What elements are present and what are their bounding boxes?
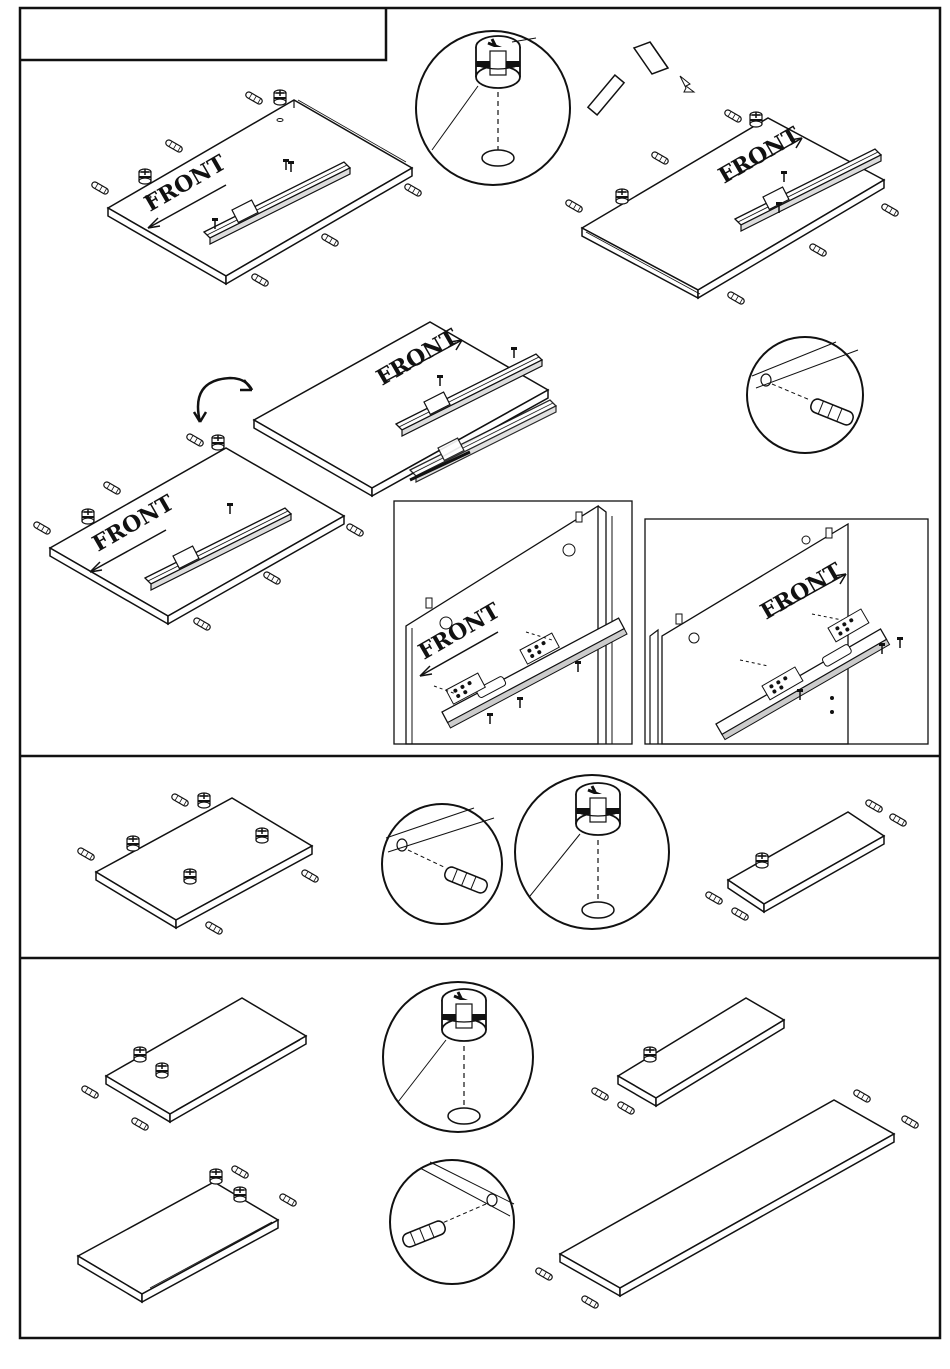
dowel-icon <box>581 1295 600 1309</box>
rotate-arrow-icon <box>194 378 252 422</box>
dowel-icon <box>33 521 52 535</box>
dowel-icon <box>565 199 584 213</box>
header-box <box>20 8 386 60</box>
cam-lock-icon <box>616 189 628 204</box>
dowel-icon <box>193 617 212 631</box>
shelf-panel-right <box>705 799 908 921</box>
dowel-icon <box>651 151 670 165</box>
dowel-icon <box>727 291 746 305</box>
dowel-icon <box>103 481 122 495</box>
panel-top-right: FRONT <box>565 109 900 305</box>
dowel-icon <box>346 523 365 537</box>
dowel-icon <box>889 813 908 827</box>
dowel-icon <box>165 139 184 153</box>
dowel-icon <box>881 203 900 217</box>
hammer-icon <box>588 42 694 115</box>
dowel-icon <box>186 433 205 447</box>
panel-flipped: FRONT <box>254 322 556 496</box>
cam-lock-icon <box>134 1047 146 1062</box>
dowel-icon <box>279 1193 298 1207</box>
dowel-icon <box>91 181 110 195</box>
cam-lock-icon <box>156 1063 168 1078</box>
dowel-icon <box>81 1085 100 1099</box>
cam-lock-icon <box>750 112 762 127</box>
dowel-icon <box>245 91 264 105</box>
dowel-icon <box>404 183 423 197</box>
cam-lock-icon <box>82 509 94 524</box>
dowel-icon <box>77 847 96 861</box>
cam-lock-icon <box>198 793 210 808</box>
side-panel-view-left: FRONT <box>394 501 632 744</box>
dowel-icon <box>591 1087 610 1101</box>
cam-lock-icon <box>139 169 151 184</box>
dowel-icon <box>865 799 884 813</box>
dowel-icon <box>901 1115 920 1129</box>
cam-detail-circle <box>515 775 669 929</box>
dowel-detail-circle <box>382 804 502 924</box>
dowel-icon <box>617 1101 636 1115</box>
dowel-icon <box>321 233 340 247</box>
cam-detail-circle <box>383 982 533 1132</box>
cam-lock-icon <box>184 869 196 884</box>
dowel-icon <box>535 1267 554 1281</box>
dowel-icon <box>853 1089 872 1103</box>
cam-lock-icon <box>127 836 139 851</box>
side-panel-lower-a <box>81 998 306 1131</box>
dowel-icon <box>251 273 270 287</box>
shelf-panel-left <box>77 793 320 935</box>
panel-top-left: FRONT <box>91 90 423 287</box>
dowel-icon <box>301 869 320 883</box>
cam-lock-icon <box>234 1187 246 1202</box>
cam-lock-icon <box>210 1169 222 1184</box>
dowel-icon <box>205 921 224 935</box>
cam-lock-icon <box>644 1047 656 1062</box>
cam-detail-circle <box>416 31 570 185</box>
screw-icon <box>511 347 517 358</box>
dowel-icon <box>131 1117 150 1131</box>
cam-lock-icon <box>274 90 286 105</box>
dowel-detail-circle <box>747 337 863 453</box>
side-panel-lower-b <box>78 1165 297 1302</box>
cam-lock-icon <box>756 853 768 868</box>
dowel-icon <box>731 907 750 921</box>
top-panel-small <box>591 998 784 1115</box>
dowel-icon <box>263 571 282 585</box>
long-panel <box>535 1089 920 1309</box>
dowel-icon <box>171 793 190 807</box>
dowel-detail-circle <box>390 1160 514 1284</box>
dowel-icon <box>724 109 743 123</box>
dowel-icon <box>231 1165 250 1179</box>
cam-lock-icon <box>212 435 224 450</box>
cam-lock-icon <box>256 828 268 843</box>
dowel-icon <box>705 891 724 905</box>
side-panel-view-right: FRONT <box>645 519 928 744</box>
dowel-icon <box>809 243 828 257</box>
